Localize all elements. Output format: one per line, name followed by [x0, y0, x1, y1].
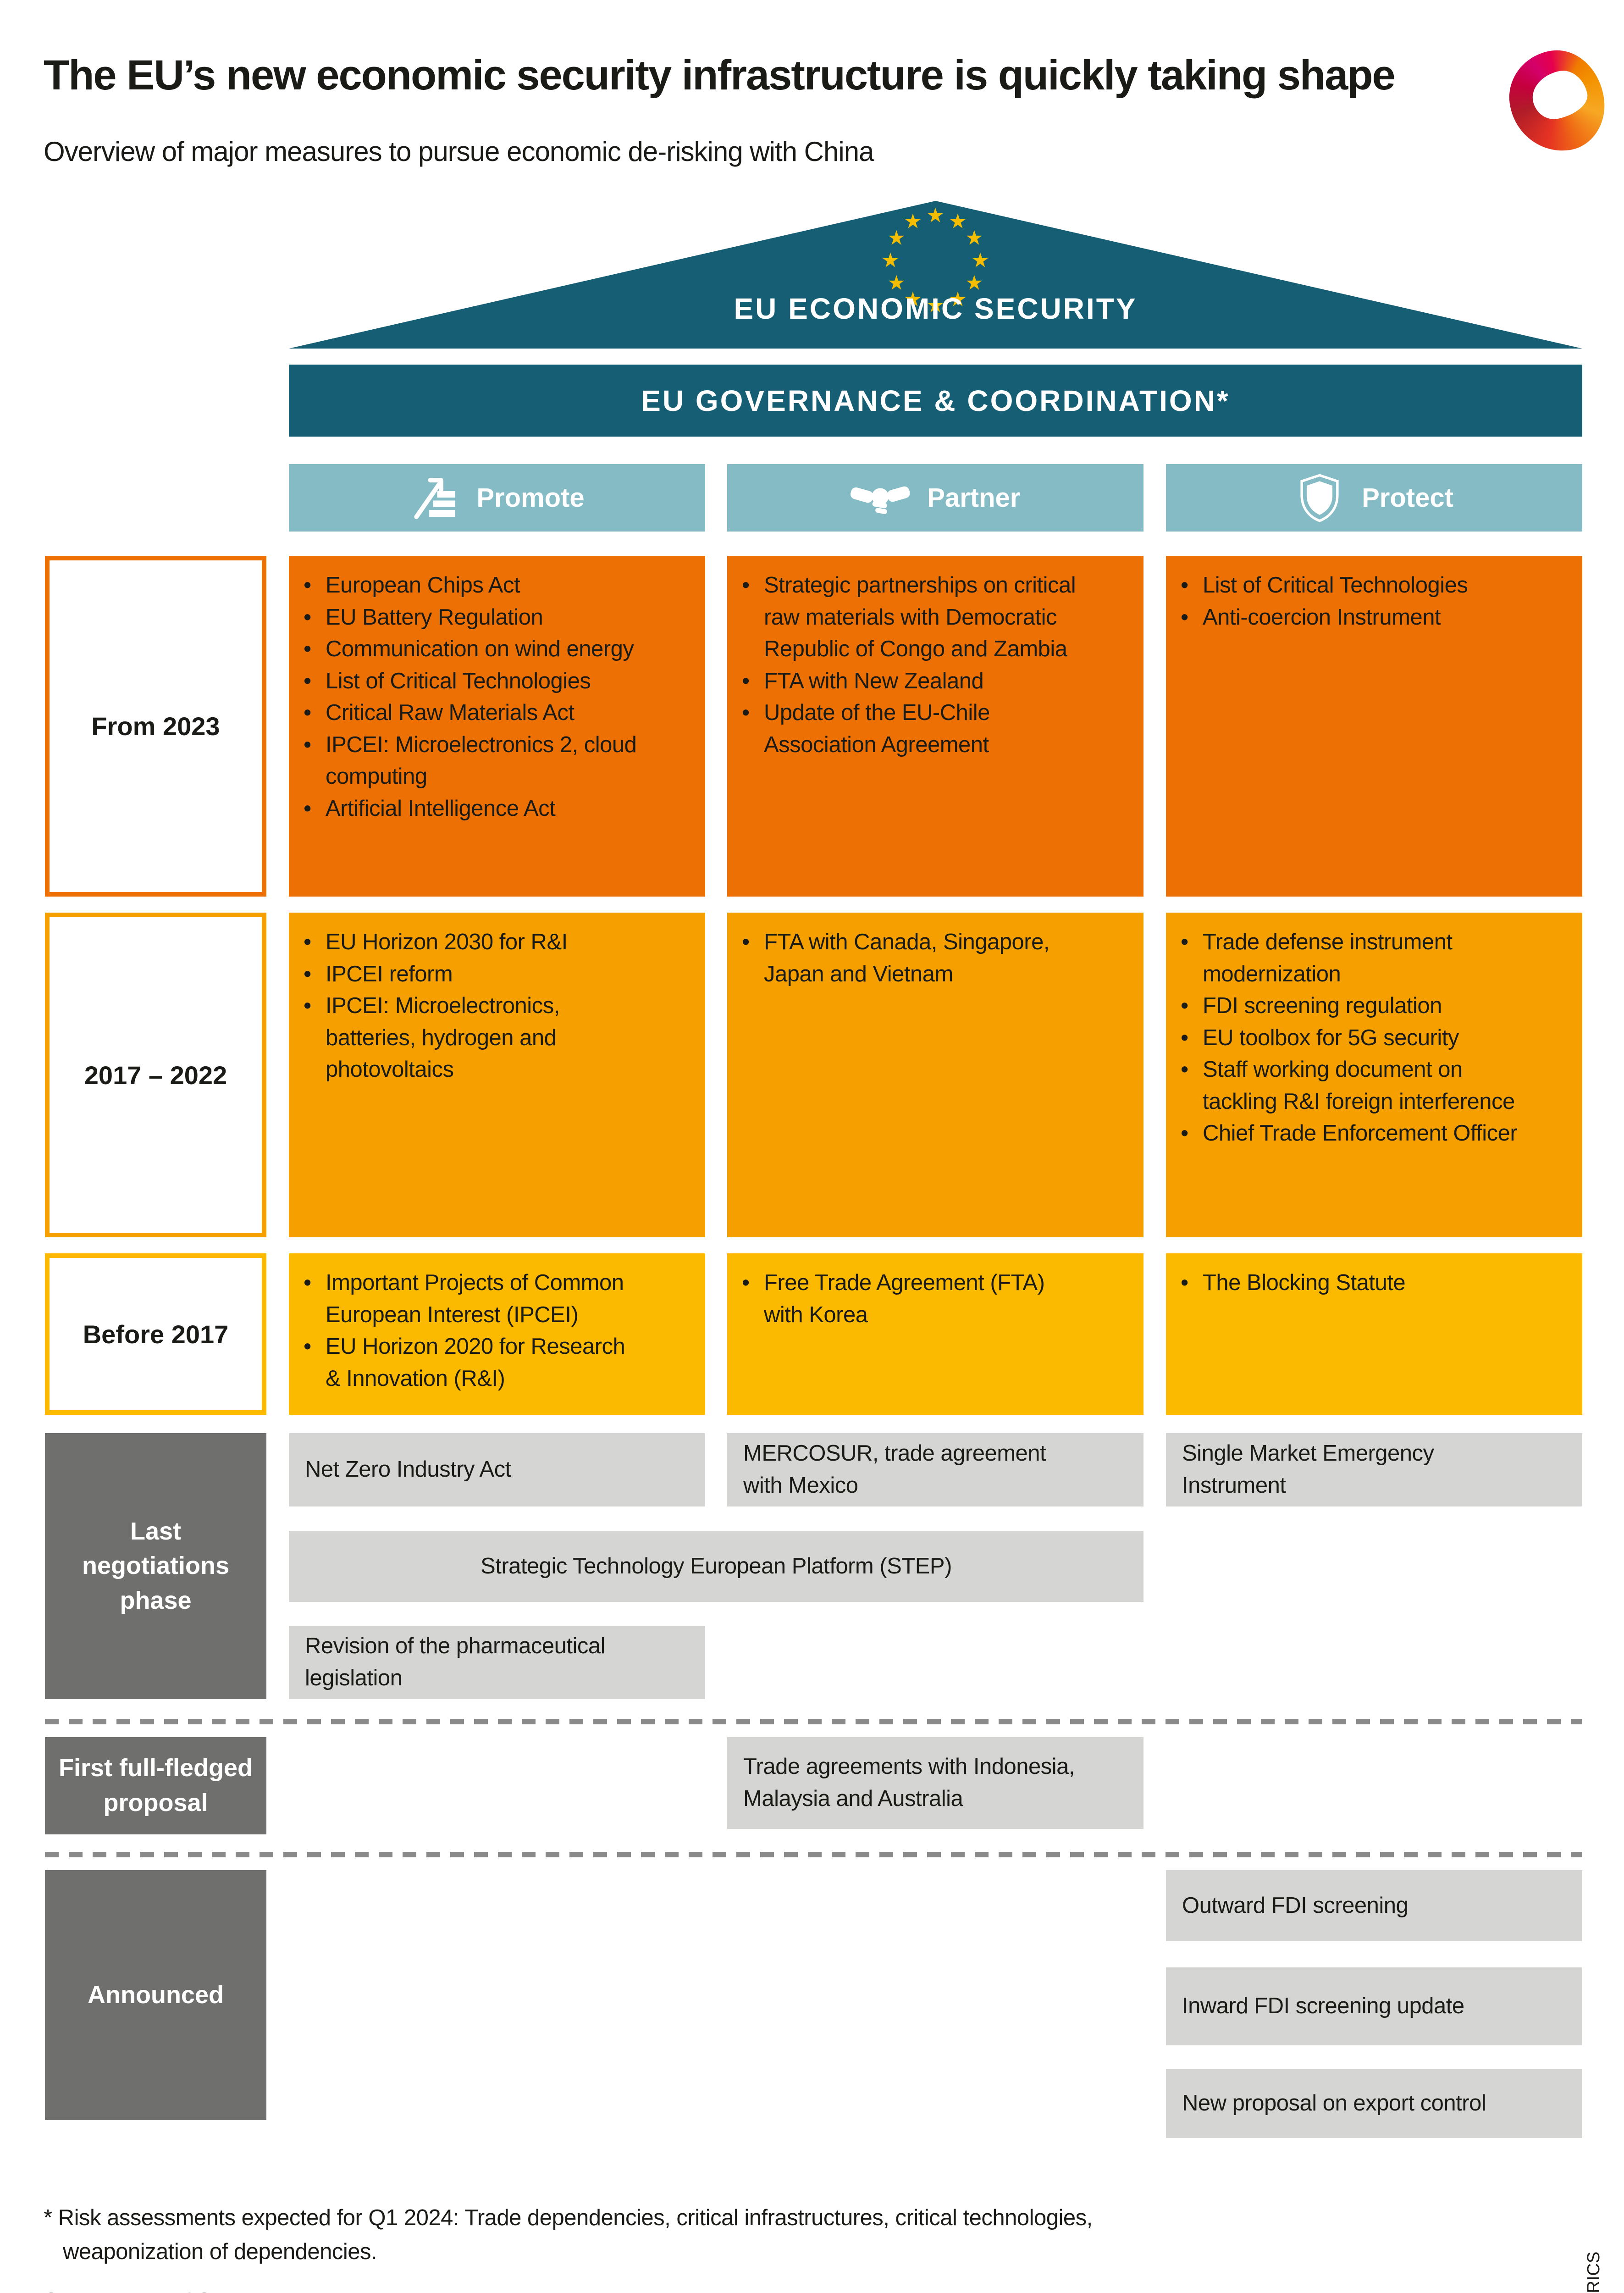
- eu-star: ★: [926, 204, 945, 227]
- eu-star: ★: [881, 249, 900, 272]
- roof-label: EU ECONOMIC SECURITY: [734, 292, 1138, 325]
- bullet-item: Strategic partnerships on critical raw m…: [740, 570, 1079, 665]
- bullet-item: Artificial Intelligence Act: [302, 793, 641, 825]
- bullet-item: Trade defense instrument modernization: [1179, 926, 1518, 990]
- page-subtitle: Overview of major measures to pursue eco…: [44, 136, 874, 167]
- bullet-item: European Chips Act: [302, 570, 641, 602]
- bullet-item: EU toolbox for 5G security: [1179, 1022, 1518, 1054]
- cell-text: Inward FDI screening update: [1182, 1994, 1464, 2019]
- cell-2017-protect: Trade defense instrument modernizationFD…: [1166, 913, 1582, 1237]
- bullet-item: List of Critical Technologies: [1179, 570, 1518, 602]
- bullet-item: List of Critical Technologies: [302, 665, 641, 698]
- cell-2017-promote: EU Horizon 2030 for R&IIPCEI reformIPCEI…: [289, 913, 705, 1237]
- eu-stars-icon: ★★★★★★★★★★★★: [289, 201, 1582, 349]
- governance-bar: EU GOVERNANCE & COORDINATION*: [289, 365, 1582, 437]
- bullet-item: EU Horizon 2030 for R&I: [302, 926, 641, 958]
- cell-lastneg-pharma: Revision of the pharmaceutical legislati…: [289, 1626, 705, 1699]
- row-label-from-2023: From 2023: [45, 556, 266, 897]
- eu-star: ★: [887, 226, 906, 250]
- bullet-item: Update of the EU-Chile Association Agree…: [740, 697, 1079, 761]
- phase-label-announced: Announced: [45, 1870, 266, 2120]
- roof-eu-economic-security: ★★★★★★★★★★★★ EU ECONOMIC SECURITY: [289, 201, 1582, 349]
- cell-announced-export-control: New proposal on export control: [1166, 2069, 1582, 2138]
- shield-icon: [1295, 473, 1344, 523]
- bullet-item: EU Horizon 2020 for Research & Innovatio…: [302, 1331, 641, 1395]
- eu-star: ★: [949, 210, 967, 233]
- bullet-item: IPCEI: Microelectronics 2, cloud computi…: [302, 729, 641, 793]
- cell-2017-partner: FTA with Canada, Singapore, Japan and Vi…: [727, 913, 1143, 1237]
- growth-stairs-icon: [409, 473, 459, 523]
- row-label-before-2017: Before 2017: [45, 1253, 266, 1415]
- eu-star: ★: [904, 210, 922, 233]
- bullet-item: FTA with Canada, Singapore, Japan and Vi…: [740, 926, 1079, 990]
- bullet-item: IPCEI: Microelectronics, batteries, hydr…: [302, 990, 641, 1086]
- copyright-note: © MERICS: [1584, 2197, 1604, 2293]
- cell-from2023-protect: List of Critical TechnologiesAnti-coerci…: [1166, 556, 1582, 897]
- bullet-item: IPCEI reform: [302, 958, 641, 991]
- cell-lastneg-partner: MERCOSUR, trade agreement with Mexico: [727, 1433, 1143, 1507]
- page-title: The EU’s new economic security infrastru…: [44, 52, 1396, 99]
- cell-before2017-protect: The Blocking Statute: [1166, 1253, 1582, 1415]
- cell-proposal-partner: Trade agreements with Indonesia, Malaysi…: [727, 1737, 1143, 1829]
- cell-text: Revision of the pharmaceutical legislati…: [305, 1634, 606, 1690]
- cell-text: Single Market Emergency Instrument: [1182, 1441, 1434, 1498]
- phase-label-last-negotiations: Last negotiations phase: [45, 1433, 266, 1699]
- cell-lastneg-promote: Net Zero Industry Act: [289, 1433, 705, 1507]
- footnote: * Risk assessments expected for Q1 2024:…: [44, 2201, 1465, 2269]
- bullet-item: Critical Raw Materials Act: [302, 697, 641, 729]
- cell-from2023-promote: European Chips ActEU Battery RegulationC…: [289, 556, 705, 897]
- bullet-item: Free Trade Agreement (FTA) with Korea: [740, 1267, 1079, 1331]
- bullet-item: Staff working document on tackling R&I f…: [1179, 1054, 1518, 1118]
- column-header-protect: Protect: [1166, 464, 1582, 532]
- source-note: Source: MERICS: [44, 2288, 212, 2293]
- bullet-item: Chief Trade Enforcement Officer: [1179, 1118, 1518, 1150]
- column-header-partner: Partner: [727, 464, 1143, 532]
- row-label-2017-2022: 2017 – 2022: [45, 913, 266, 1237]
- eu-star: ★: [949, 288, 967, 311]
- handshake-icon: [850, 473, 910, 523]
- cell-lastneg-protect: Single Market Emergency Instrument: [1166, 1433, 1582, 1507]
- cell-from2023-partner: Strategic partnerships on critical raw m…: [727, 556, 1143, 897]
- bullet-item: Communication on wind energy: [302, 633, 641, 665]
- dashed-divider-2: [45, 1852, 1582, 1857]
- cell-announced-inward-fdi: Inward FDI screening update: [1166, 1967, 1582, 2045]
- merics-logo-icon: [1503, 44, 1611, 158]
- footnote-line-2: weaponization of dependencies.: [63, 2239, 377, 2264]
- eu-star: ★: [971, 249, 989, 272]
- column-header-label: Protect: [1362, 483, 1453, 513]
- dashed-divider-1: [45, 1719, 1582, 1724]
- column-header-label: Partner: [927, 483, 1021, 513]
- column-header-label: Promote: [476, 483, 585, 513]
- cell-before2017-partner: Free Trade Agreement (FTA) with Korea: [727, 1253, 1143, 1415]
- bullet-item: Important Projects of Common European In…: [302, 1267, 641, 1331]
- eu-star: ★: [965, 271, 983, 295]
- eu-star: ★: [904, 288, 922, 311]
- cell-text: Net Zero Industry Act: [305, 1457, 511, 1482]
- cell-before2017-promote: Important Projects of Common European In…: [289, 1253, 705, 1415]
- eu-star: ★: [887, 271, 906, 295]
- cell-announced-outward-fdi: Outward FDI screening: [1166, 1870, 1582, 1941]
- phase-label-first-proposal: First full-fledged proposal: [45, 1737, 266, 1834]
- cell-text: Trade agreements with Indonesia, Malaysi…: [743, 1754, 1075, 1811]
- bullet-item: EU Battery Regulation: [302, 602, 641, 634]
- column-header-promote: Promote: [289, 464, 705, 532]
- eu-star: ★: [965, 226, 983, 250]
- footnote-line-1: * Risk assessments expected for Q1 2024:…: [44, 2205, 1093, 2230]
- cell-lastneg-step: Strategic Technology European Platform (…: [289, 1531, 1143, 1602]
- bullet-item: FTA with New Zealand: [740, 665, 1079, 698]
- eu-star: ★: [926, 294, 945, 317]
- cell-text: New proposal on export control: [1182, 2091, 1486, 2116]
- cell-text: Strategic Technology European Platform (…: [481, 1553, 952, 1579]
- cell-text: Outward FDI screening: [1182, 1893, 1409, 1918]
- bullet-item: Anti-coercion Instrument: [1179, 602, 1518, 634]
- cell-text: MERCOSUR, trade agreement with Mexico: [743, 1441, 1046, 1498]
- bullet-item: The Blocking Statute: [1179, 1267, 1518, 1299]
- bullet-item: FDI screening regulation: [1179, 990, 1518, 1022]
